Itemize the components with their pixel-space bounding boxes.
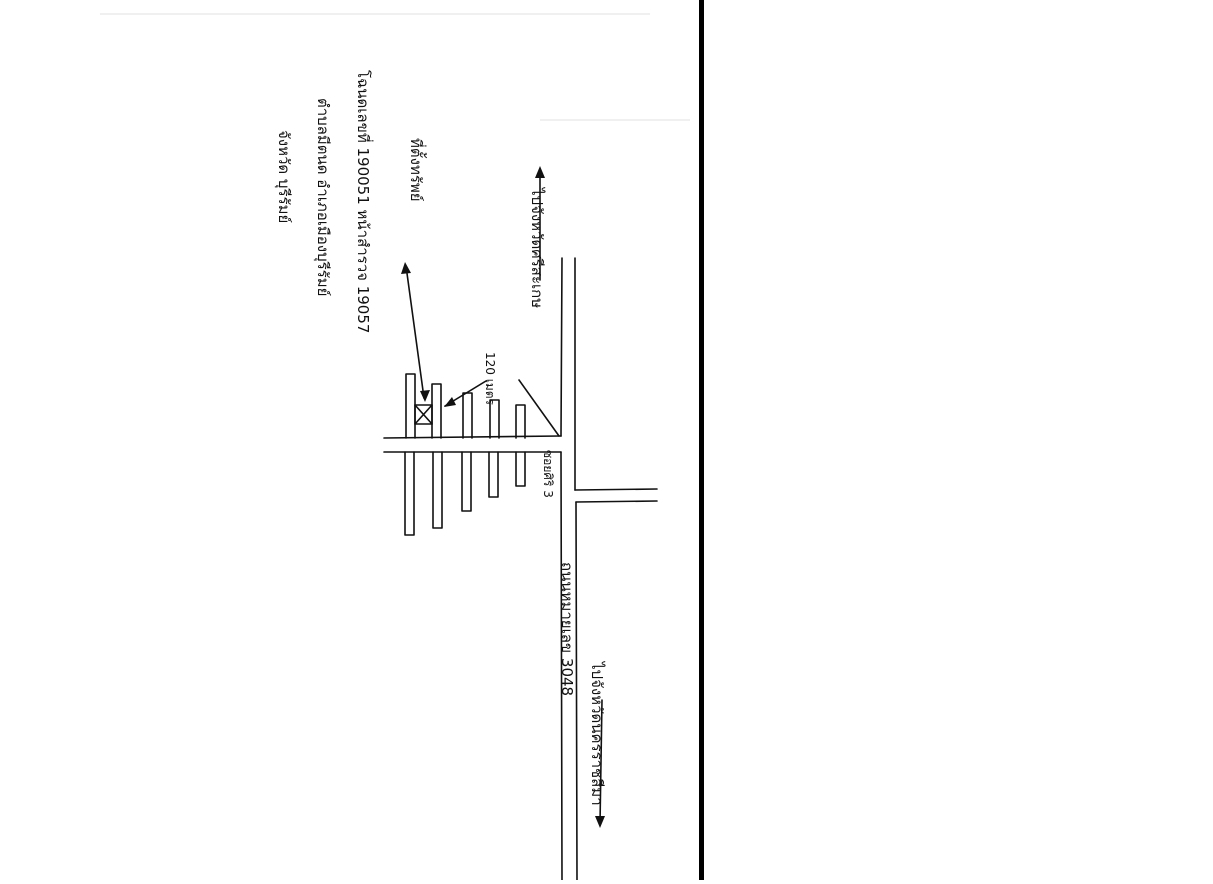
location-line: ตำบลมีตนด อำเภอเมืองบุรีรัมย์ xyxy=(313,98,332,296)
south-direction-label: ไปจังหวัดนครราชสีมา xyxy=(588,661,606,806)
distance-leader-arrowhead xyxy=(444,397,456,407)
branch-lane-lower-2 xyxy=(432,451,443,529)
highway-right-edge-lower xyxy=(575,501,578,881)
hand-drawn-map: ที่ตั้งทรัพย์ โฉนดเลขที่ 190051 หน้าสำรว… xyxy=(100,13,690,881)
deed-line: โฉนดเลขที่ 190051 หน้าสำรวจ 19057 xyxy=(354,70,374,333)
branch-lane-upper-2 xyxy=(431,383,442,439)
page-edge-divider xyxy=(699,0,704,880)
soi-label: ซอยศิริ 3 xyxy=(541,450,555,498)
branch-lane-lower-1 xyxy=(404,451,415,536)
branch-lane-upper-5 xyxy=(515,404,526,439)
property-box xyxy=(414,404,433,425)
south-arrow-shaft xyxy=(599,699,603,825)
distance-label: 120 เมตร xyxy=(483,352,497,406)
north-direction-label: ไปจังหวัดศรีสะเกษ xyxy=(528,187,546,308)
highway-left-edge-upper xyxy=(560,257,563,437)
property-title: ที่ตั้งทรัพย์ xyxy=(407,138,427,202)
branch-lane-lower-5 xyxy=(515,451,526,487)
pointer-arrowhead-top xyxy=(401,262,411,274)
highway-label: ถนนหมายเลข 3048 xyxy=(558,562,576,696)
side-road-edge-top xyxy=(574,488,658,491)
province-line: จังหวัด บุรีรัมย์ xyxy=(274,130,293,223)
pointer-double-arrow xyxy=(405,265,425,399)
pointer-arrowhead-bottom xyxy=(420,390,430,402)
property-cross xyxy=(414,404,433,425)
branch-lane-upper-1 xyxy=(405,373,416,439)
side-road-edge-bottom xyxy=(575,500,658,503)
branch-lane-lower-4 xyxy=(488,451,499,498)
scanned-map-page: ที่ตั้งทรัพย์ โฉนดเลขที่ 190051 หน้าสำรว… xyxy=(100,13,690,881)
branch-lane-upper-4 xyxy=(489,399,500,439)
branch-lane-upper-3 xyxy=(462,392,473,439)
distance-line xyxy=(518,379,560,437)
branch-lane-lower-3 xyxy=(461,451,472,512)
north-arrowhead xyxy=(535,166,545,178)
blank-area xyxy=(704,0,1213,880)
highway-left-edge-lower xyxy=(560,451,563,881)
south-arrowhead xyxy=(595,816,605,828)
